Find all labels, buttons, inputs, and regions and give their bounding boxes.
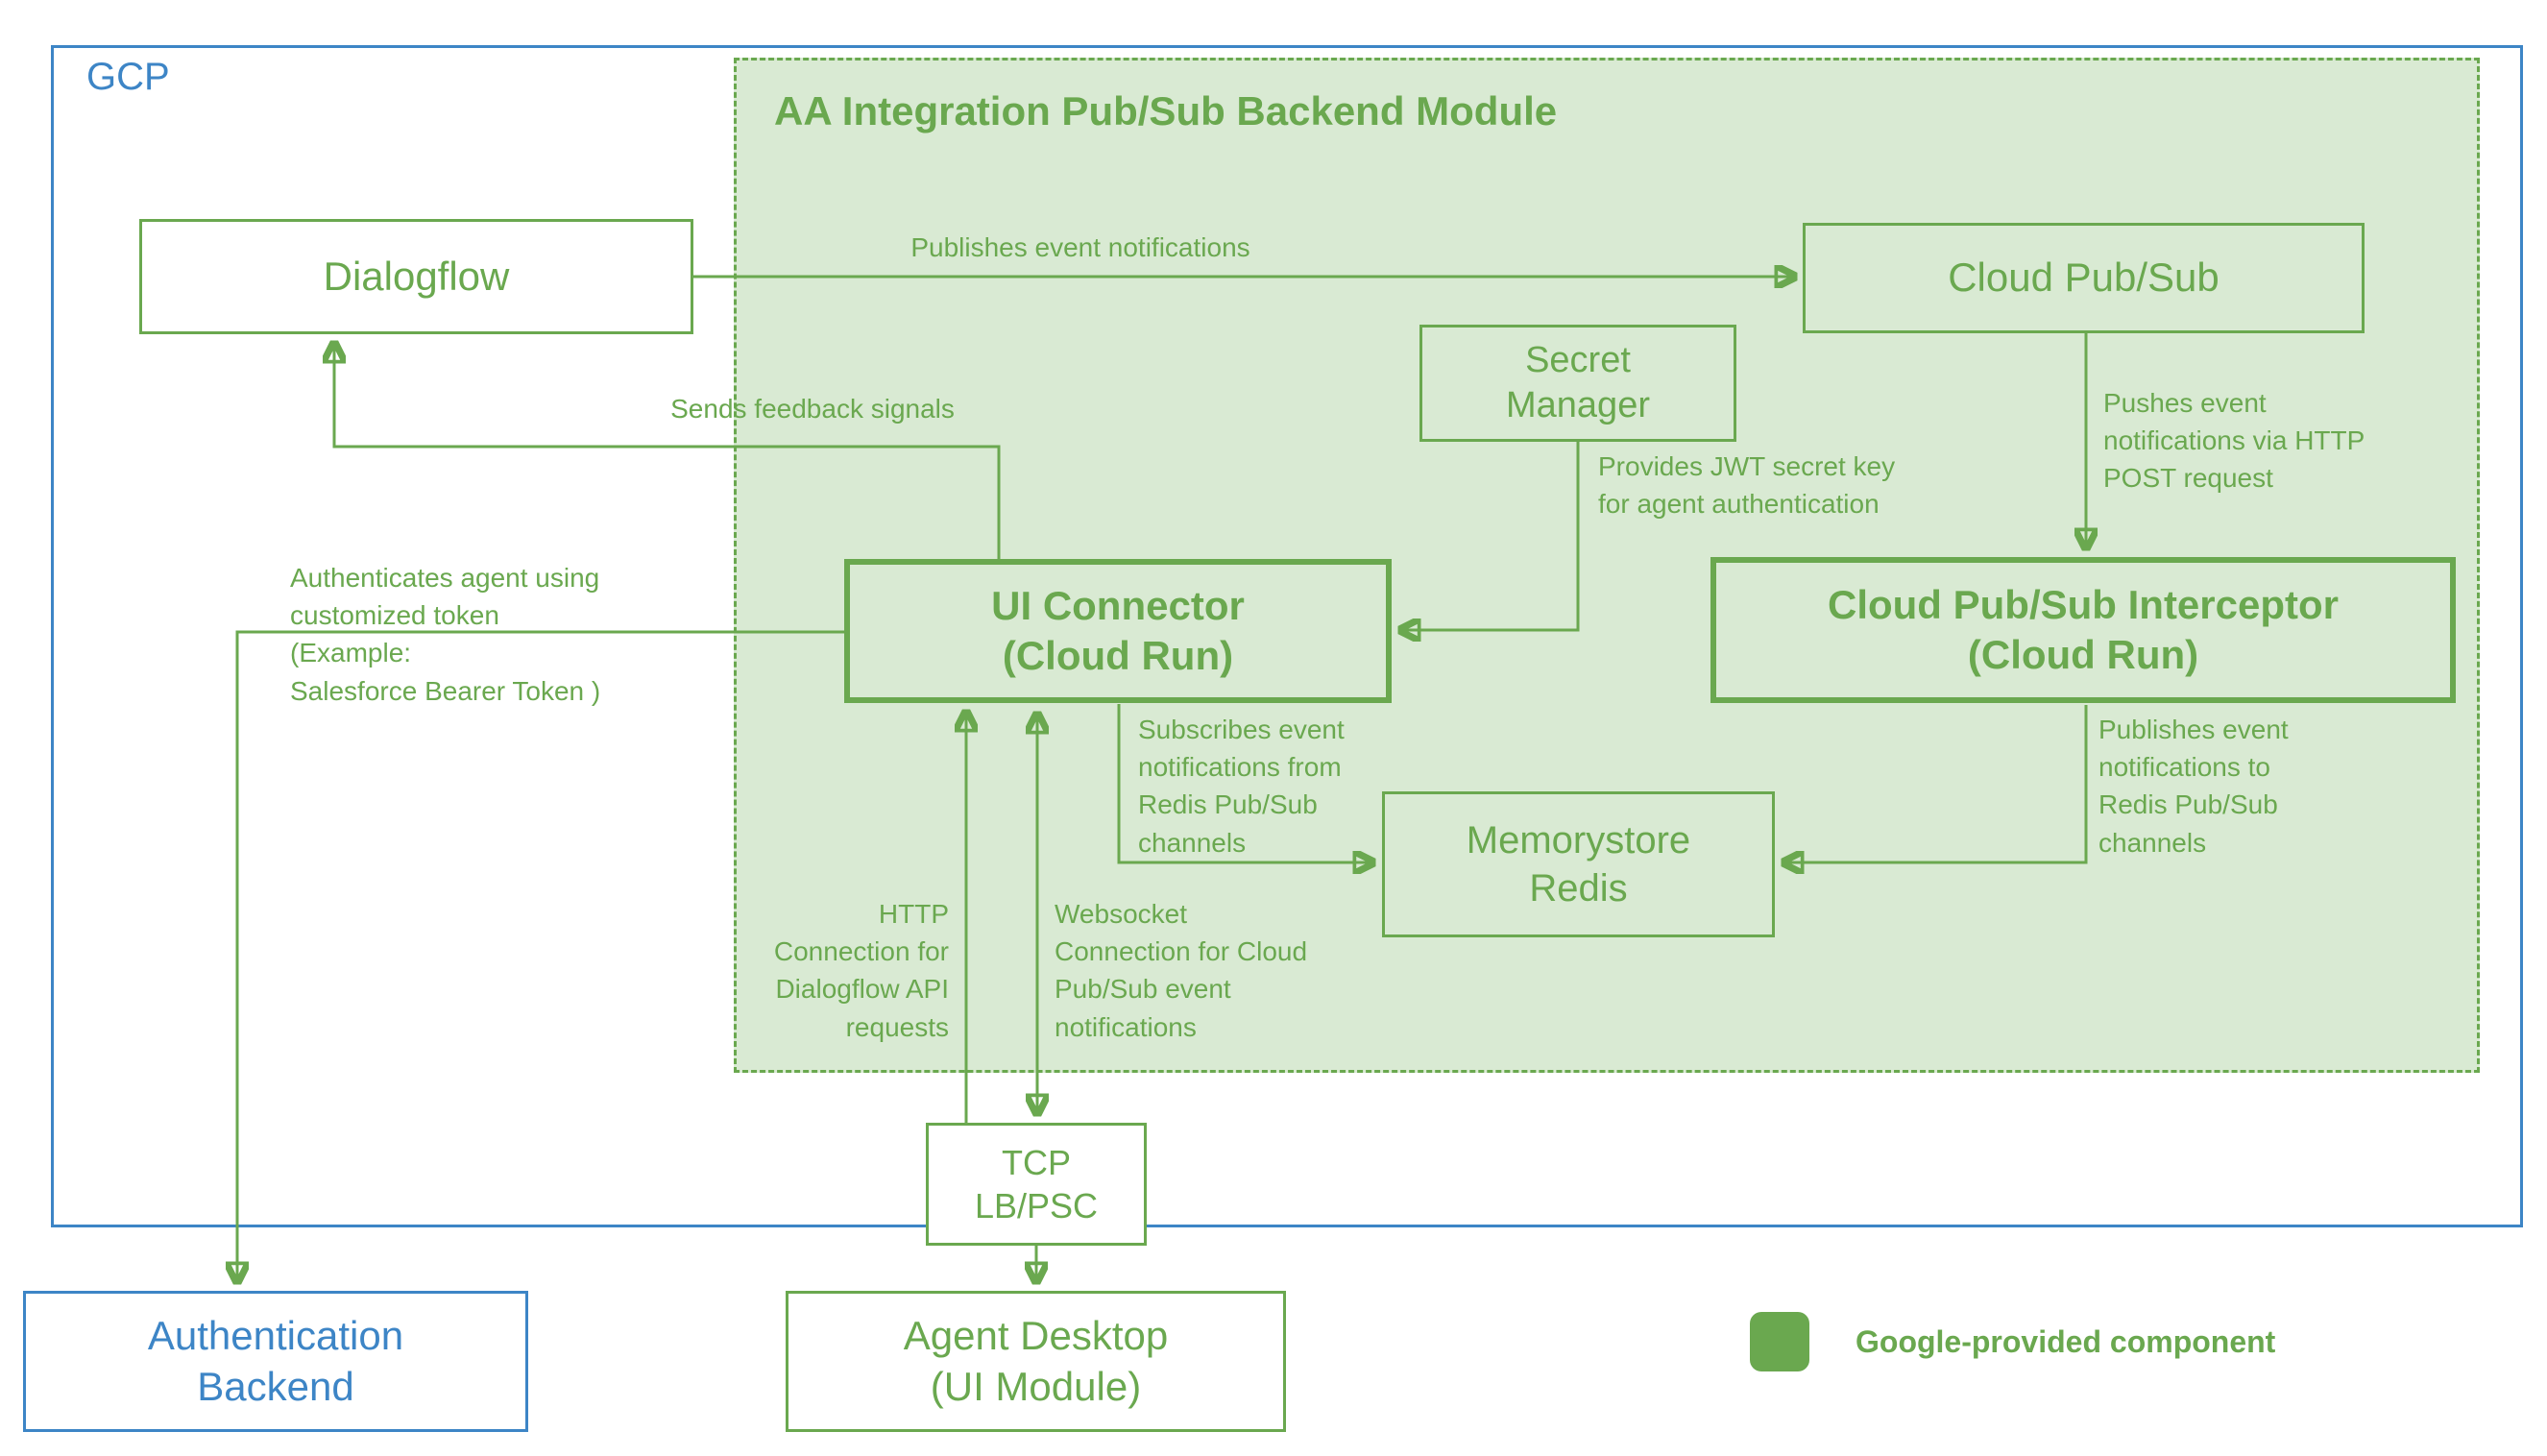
node-secret-manager: Secret Manager — [1419, 325, 1736, 442]
edge-label-publishes-redis: Publishes event notifications to Redis P… — [2098, 715, 2289, 858]
edge-label-subscribes: Subscribes event notifications from Redi… — [1138, 715, 1345, 858]
edge-provides-jwt — [1401, 442, 1580, 630]
gcp-boundary-box — [51, 45, 2523, 1227]
node-memorystore-redis: Memorystore Redis — [1382, 791, 1775, 937]
node-ui-connector: UI Connector (Cloud Run) — [844, 559, 1392, 703]
edge-label-pushes-event: Pushes event notifications via HTTP POST… — [2103, 388, 2365, 494]
node-tcp-lb-psc: TCP LB/PSC — [926, 1123, 1147, 1246]
module-title: AA Integration Pub/Sub Backend Module — [774, 88, 1558, 133]
edge-sends-feedback — [334, 344, 1001, 559]
edge-publishes-redis — [1784, 705, 2088, 862]
gcp-label: GCP — [86, 56, 170, 98]
node-dialogflow: Dialogflow — [139, 219, 693, 334]
edge-label-http-connection: HTTP Connection for Dialogflow API reque… — [773, 899, 949, 1042]
google-provided-swatch-icon — [1750, 1312, 1809, 1371]
edge-authenticates — [237, 630, 844, 1281]
edge-label-authenticates: Authenticates agent using customized tok… — [290, 563, 601, 706]
node-agent-desktop: Agent Desktop (UI Module) — [786, 1291, 1286, 1432]
edge-subscribes — [1117, 704, 1372, 862]
edge-label-websocket-connection: Websocket Connection for Cloud Pub/Sub e… — [1055, 899, 1308, 1042]
legend: Google-provided component — [1750, 1312, 2275, 1371]
edge-label-publishes-event: Publishes event notifications — [910, 232, 1250, 262]
node-authentication-backend: Authentication Backend — [23, 1291, 528, 1432]
legend-label: Google-provided component — [1856, 1323, 2276, 1359]
node-cloud-pubsub-interceptor: Cloud Pub/Sub Interceptor (Cloud Run) — [1710, 557, 2456, 703]
edge-label-sends-feedback: Sends feedback signals — [670, 394, 955, 424]
node-cloud-pubsub: Cloud Pub/Sub — [1803, 223, 2365, 333]
edge-label-provides-jwt: Provides JWT secret key for agent authen… — [1598, 451, 1896, 520]
